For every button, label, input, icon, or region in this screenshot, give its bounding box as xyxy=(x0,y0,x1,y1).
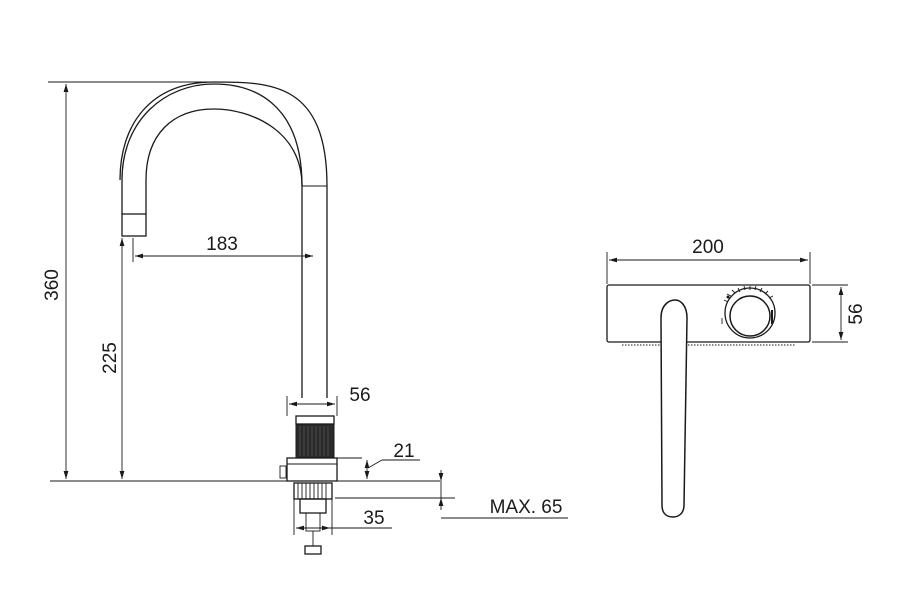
side-view: 360 225 183 56 21 xyxy=(42,81,568,555)
dim-total-height-label: 360 xyxy=(42,269,63,301)
top-view: 200 56 xyxy=(606,237,867,518)
mount-nut xyxy=(299,498,327,514)
knurl-pattern xyxy=(299,426,329,456)
dim-shank-width: 35 xyxy=(293,499,392,535)
lever-handle xyxy=(660,299,688,518)
spout-inner xyxy=(145,81,328,398)
base-side-screw xyxy=(279,465,287,479)
dim-top-width: 200 xyxy=(606,237,811,284)
dim-spout-reach-label: 183 xyxy=(206,234,238,255)
dim-body-diameter-label: 56 xyxy=(349,385,370,406)
faucet-base xyxy=(286,457,338,482)
dim-spout-reach: 183 xyxy=(132,234,313,262)
top-body xyxy=(606,284,811,343)
dim-body-diameter: 56 xyxy=(286,385,371,416)
dim-mount-height: 21 xyxy=(364,441,420,479)
temperature-dial xyxy=(721,285,776,339)
dim-spout-height: 225 xyxy=(100,238,125,479)
collar-top xyxy=(295,415,335,425)
dim-top-depth: 56 xyxy=(812,284,867,343)
shank-threads xyxy=(297,483,327,499)
spout-outer-back xyxy=(119,81,215,181)
hose-fitting xyxy=(304,545,322,555)
dim-deck-thickness-label: MAX. 65 xyxy=(490,497,563,518)
dim-top-depth-label: 56 xyxy=(846,303,867,324)
dim-mount-height-label: 21 xyxy=(393,441,414,462)
dim-deck-thickness: MAX. 65 xyxy=(335,470,568,519)
dim-spout-height-label: 225 xyxy=(100,342,121,374)
spout-nozzle xyxy=(121,213,147,237)
dim-top-width-label: 200 xyxy=(692,237,724,258)
dim-shank-width-label: 35 xyxy=(363,508,384,529)
spout-outer xyxy=(121,83,303,398)
dim-total-height: 360 xyxy=(42,81,225,479)
